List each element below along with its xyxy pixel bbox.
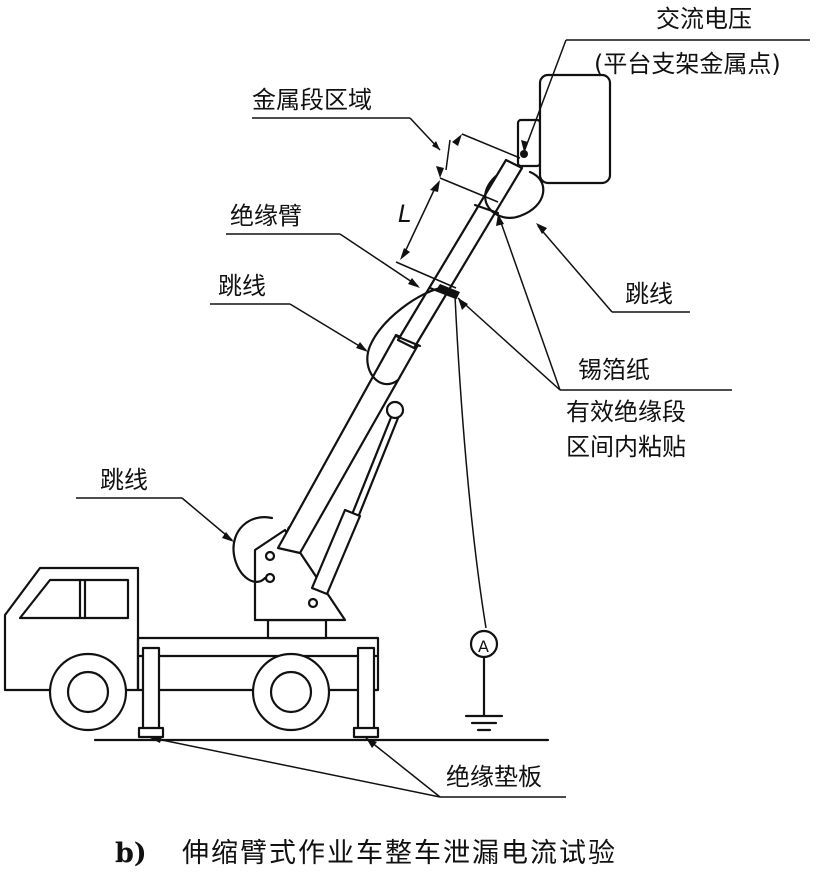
jumper-wire-bottom xyxy=(232,516,274,583)
label-metal-segment: 金属段区域 xyxy=(252,86,372,114)
label-jumper-lower-left: 跳线 xyxy=(100,466,148,494)
label-insulating-mat: 绝缘垫板 xyxy=(446,763,542,791)
jumper-wire-middle xyxy=(366,286,443,386)
rear-wheel xyxy=(251,652,331,732)
label-jumper-upper-left: 跳线 xyxy=(218,272,266,300)
outrigger-right xyxy=(352,646,380,739)
ammeter-label: A xyxy=(478,637,489,656)
label-tin-foil: 锡箔纸 xyxy=(578,356,650,384)
ammeter-circuit xyxy=(454,295,504,732)
label-effective-line2: 区间内粘贴 xyxy=(566,433,686,461)
work-platform xyxy=(516,73,612,185)
label-platform-point: (平台支架金属点) xyxy=(594,50,781,78)
jumper-wire-top xyxy=(484,170,545,219)
boom-inner-section xyxy=(394,158,524,350)
caption-title: 伸缩臂式作业车整车泄漏电流试验 xyxy=(182,838,617,869)
turret-base xyxy=(253,524,347,640)
lift-cylinder xyxy=(310,400,405,596)
outrigger-left xyxy=(137,646,165,739)
label-length-L: L xyxy=(398,200,411,228)
label-insulated-arm: 绝缘臂 xyxy=(230,202,302,230)
label-ac-voltage: 交流电压 xyxy=(656,5,752,33)
caption-prefix: b) xyxy=(115,838,147,869)
dimension-marks xyxy=(395,133,521,289)
label-effective-line1: 有效绝缘段 xyxy=(566,398,686,426)
front-wheel xyxy=(48,652,128,732)
label-jumper-right: 跳线 xyxy=(625,280,673,308)
tin-foil-band xyxy=(436,284,460,298)
